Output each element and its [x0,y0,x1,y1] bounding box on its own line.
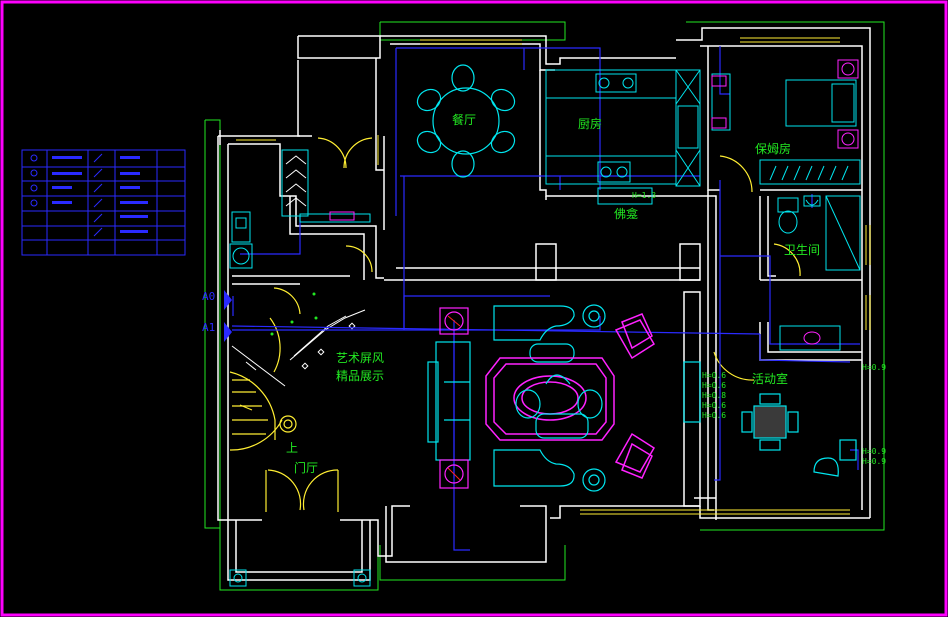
room-label-foyer: 门厅 [294,460,318,475]
room-label-bathroom: 卫生间 [784,243,820,257]
room-label-dining: 餐厅 [452,112,476,127]
bathroom-fixtures [777,195,861,351]
elevation-shrine: H=1.3 [632,191,656,200]
doors [229,137,801,512]
windows [236,37,871,515]
room-label-shrine: 佛龛 [614,207,638,221]
lamp-markers [447,315,461,481]
living-armchairs [515,374,603,439]
wc-fixtures [229,149,371,269]
living-sofas [427,304,701,492]
kitchen-cabinets [545,69,701,205]
spot-lights [270,292,318,336]
wc-accent [329,211,355,221]
walls [217,27,871,581]
legend-table [21,149,186,256]
elevation-activity-1: H=0.9 [862,363,886,372]
room-label-activity: 活动室 [752,371,788,386]
elevation-pillar-1: H=0.6 [702,371,726,380]
elevation-pillar-5: H=0.6 [702,411,726,420]
label-stairs-up: 上 [286,441,298,455]
nanny-bed [711,73,861,185]
dining-table [416,64,516,178]
elevation-activity-3: H=0.9 [862,457,886,466]
level-mark-a1: A1 [202,321,215,334]
living-rug [485,313,656,479]
activity-table [741,393,857,477]
label-display: 精品展示 [336,369,384,383]
living-lamps [439,307,469,489]
elevation-pillar-2: H=0.6 [702,381,726,390]
level-arrow-a1 [224,322,232,342]
exterior-outline [204,21,885,591]
room-label-kitchen: 厨房 [578,116,602,131]
bathroom-sink [803,331,821,345]
level-arrow-a0 [224,290,232,310]
room-label-nanny: 保姆房 [755,141,791,156]
porch-pillars [229,569,371,587]
label-art-screen: 艺术屏风 [336,351,384,365]
elevation-activity-2: H=0.9 [862,447,886,456]
level-mark-a0: A0 [202,290,215,303]
elevation-pillar-3: H=0.8 [702,391,726,400]
electrical-wiring [231,46,860,551]
art-screen [231,309,366,387]
nanny-lamps [711,59,859,149]
elevation-pillar-4: H=0.6 [702,401,726,410]
